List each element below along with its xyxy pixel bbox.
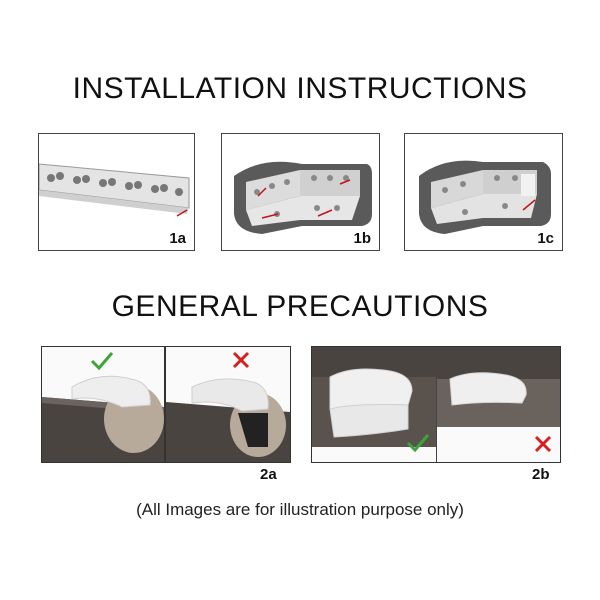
precautions-title: GENERAL PRECAUTIONS	[111, 290, 489, 323]
precaution-label: 2b	[532, 466, 550, 483]
illustration-disclaimer: (All Images are for illustration purpose…	[136, 500, 464, 519]
step-label: 1c	[537, 230, 554, 247]
installation-title: INSTALLATION INSTRUCTIONS	[72, 72, 528, 105]
corner-guard-peeled-illustration	[419, 160, 551, 234]
check-icon	[90, 352, 114, 371]
precaution-2b-panel	[311, 346, 561, 463]
step-1a-panel: 1a	[38, 133, 195, 251]
precaution-2a-panel	[41, 346, 291, 463]
cross-icon	[534, 435, 552, 453]
step-1c-panel: 1c	[404, 133, 563, 251]
step-1b-panel: 1b	[221, 133, 380, 251]
precaution-label: 2a	[260, 466, 277, 483]
stacked-guards-photos	[312, 347, 560, 462]
table-edge-placement-photos	[42, 347, 290, 462]
cross-icon	[232, 351, 250, 369]
check-icon	[406, 434, 430, 453]
step-label: 1b	[353, 230, 371, 247]
corner-guard-front-illustration	[234, 161, 372, 234]
adhesive-tape-illustration	[39, 163, 190, 217]
step-label: 1a	[169, 230, 186, 247]
